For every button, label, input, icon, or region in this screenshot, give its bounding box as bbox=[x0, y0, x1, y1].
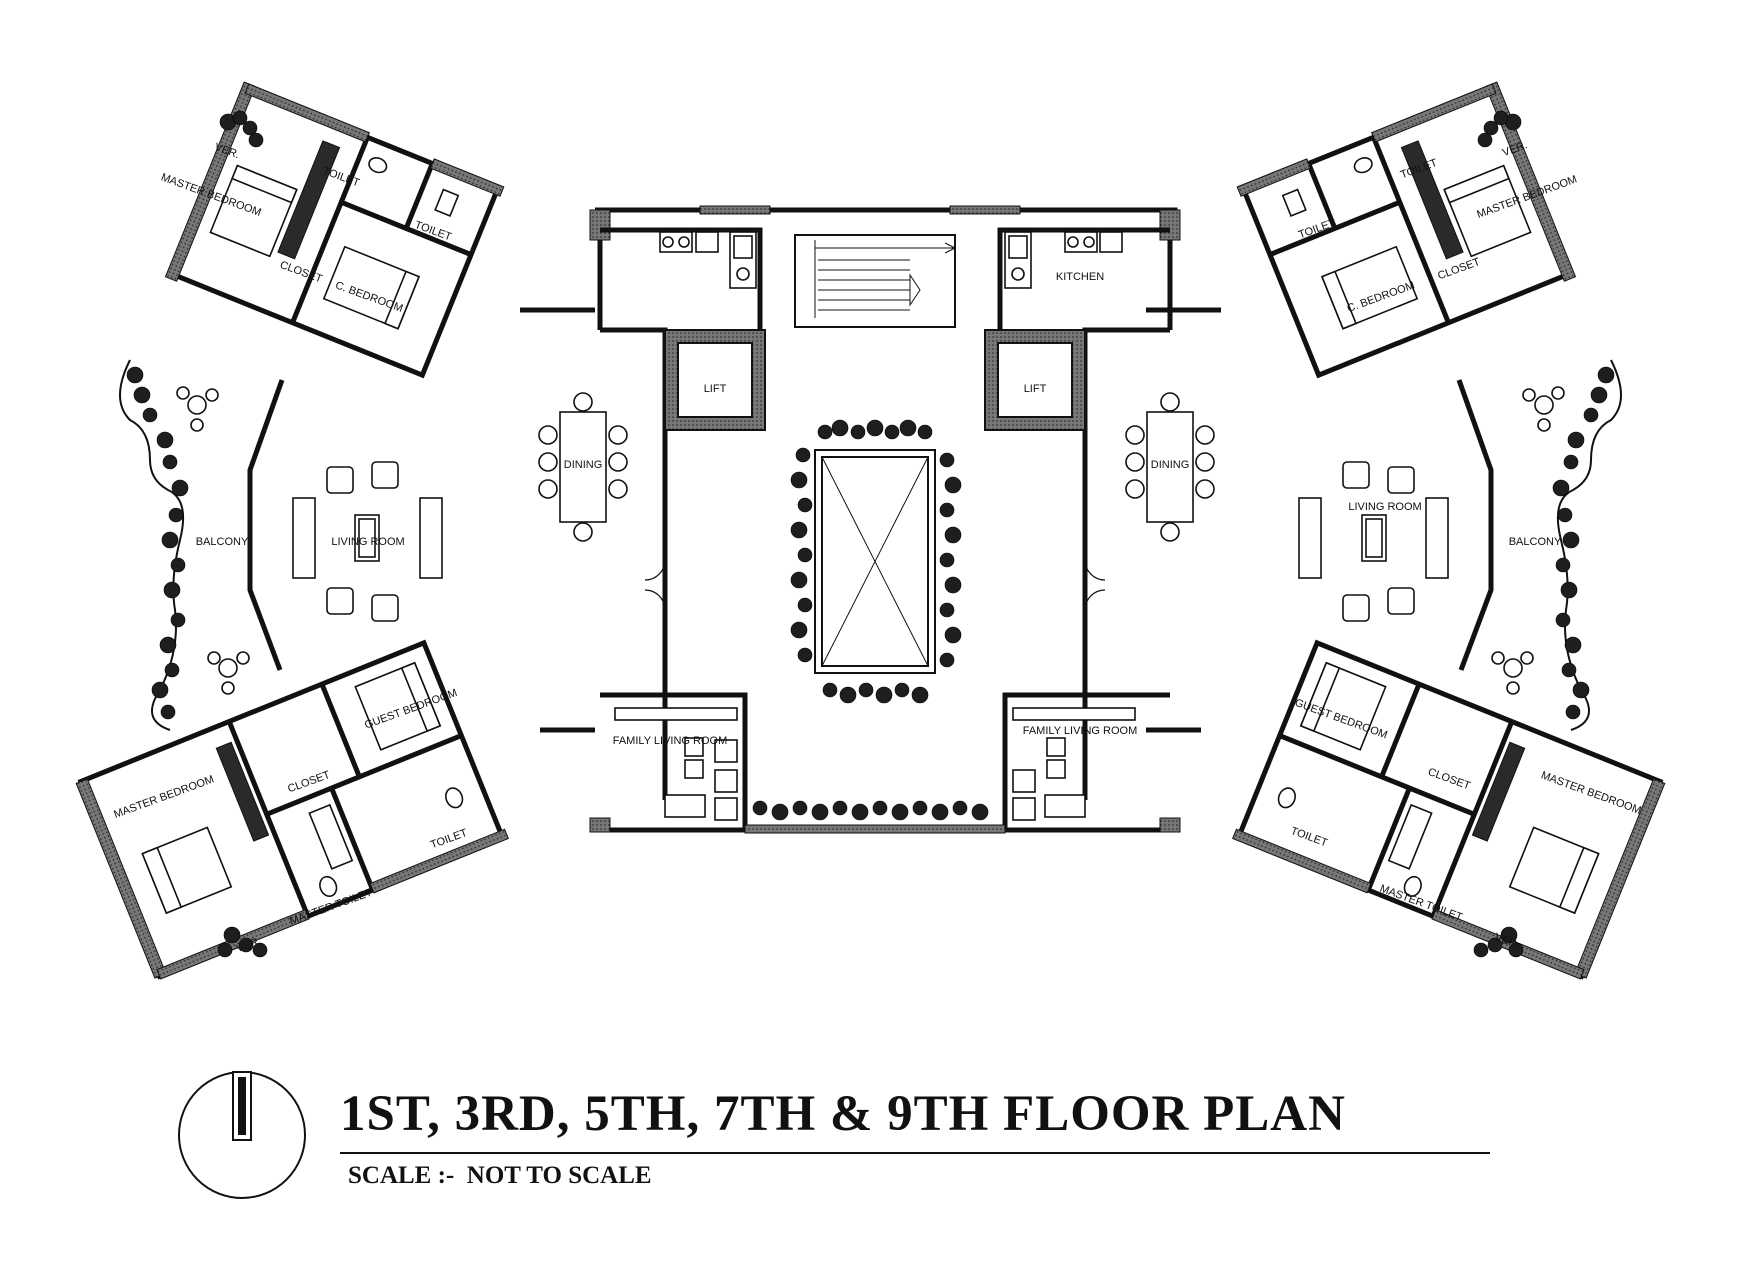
label-kitchen-right: KITCHEN bbox=[1056, 271, 1104, 283]
label-lift-left: LIFT bbox=[704, 383, 727, 395]
balcony-planter-left bbox=[126, 366, 189, 720]
plan-title: 1ST, 3RD, 5TH, 7TH & 9TH FLOOR PLAN bbox=[340, 1086, 1346, 1142]
scale-note: SCALE :- NOT TO SCALE bbox=[348, 1162, 652, 1189]
label-dining-left: DINING bbox=[564, 459, 603, 471]
label-dining-right: DINING bbox=[1151, 459, 1190, 471]
label-closet-bottom-right: CLOSET bbox=[1426, 766, 1472, 792]
label-living-room-right: LIVING ROOM bbox=[1348, 501, 1421, 513]
north-arrow-icon bbox=[178, 1071, 306, 1199]
label-closet-top-right: CLOSET bbox=[1436, 256, 1482, 282]
label-master-bedroom-bottom-left: MASTER BEDROOM bbox=[112, 773, 215, 820]
ver-planter-bottom-left bbox=[217, 926, 268, 958]
label-family-living-room-left: FAMILY LIVING ROOM bbox=[613, 735, 728, 747]
planter-top bbox=[817, 419, 933, 440]
label-lift-right: LIFT bbox=[1024, 383, 1047, 395]
left-wing bbox=[75, 81, 595, 980]
label-master-bedroom-bottom-right: MASTER BEDROOM bbox=[1539, 769, 1642, 816]
family-living-furniture-right bbox=[1012, 707, 1136, 821]
central-planters bbox=[752, 419, 989, 821]
label-toilet-bottom-right: TOILET bbox=[1289, 825, 1329, 849]
stair-treads bbox=[814, 240, 956, 318]
central-core bbox=[589, 205, 1181, 834]
right-wing bbox=[1146, 81, 1666, 980]
planter-bottom bbox=[822, 682, 929, 704]
label-balcony-left: BALCONY bbox=[196, 536, 249, 548]
dining-table-left bbox=[538, 392, 628, 542]
label-balcony-right: BALCONY bbox=[1509, 536, 1562, 548]
ver-planter-top-left bbox=[219, 110, 264, 148]
planter-left bbox=[790, 447, 813, 663]
dining-table-right bbox=[1125, 392, 1215, 542]
family-living-furniture-left bbox=[614, 707, 738, 821]
label-family-living-room-right: FAMILY LIVING ROOM bbox=[1023, 725, 1138, 737]
kitchen-fixtures bbox=[659, 231, 1123, 289]
planter-right bbox=[939, 452, 962, 668]
planter-front bbox=[752, 800, 989, 821]
label-living-room-left: LIVING ROOM bbox=[331, 536, 404, 548]
title-underline bbox=[340, 1152, 1490, 1154]
